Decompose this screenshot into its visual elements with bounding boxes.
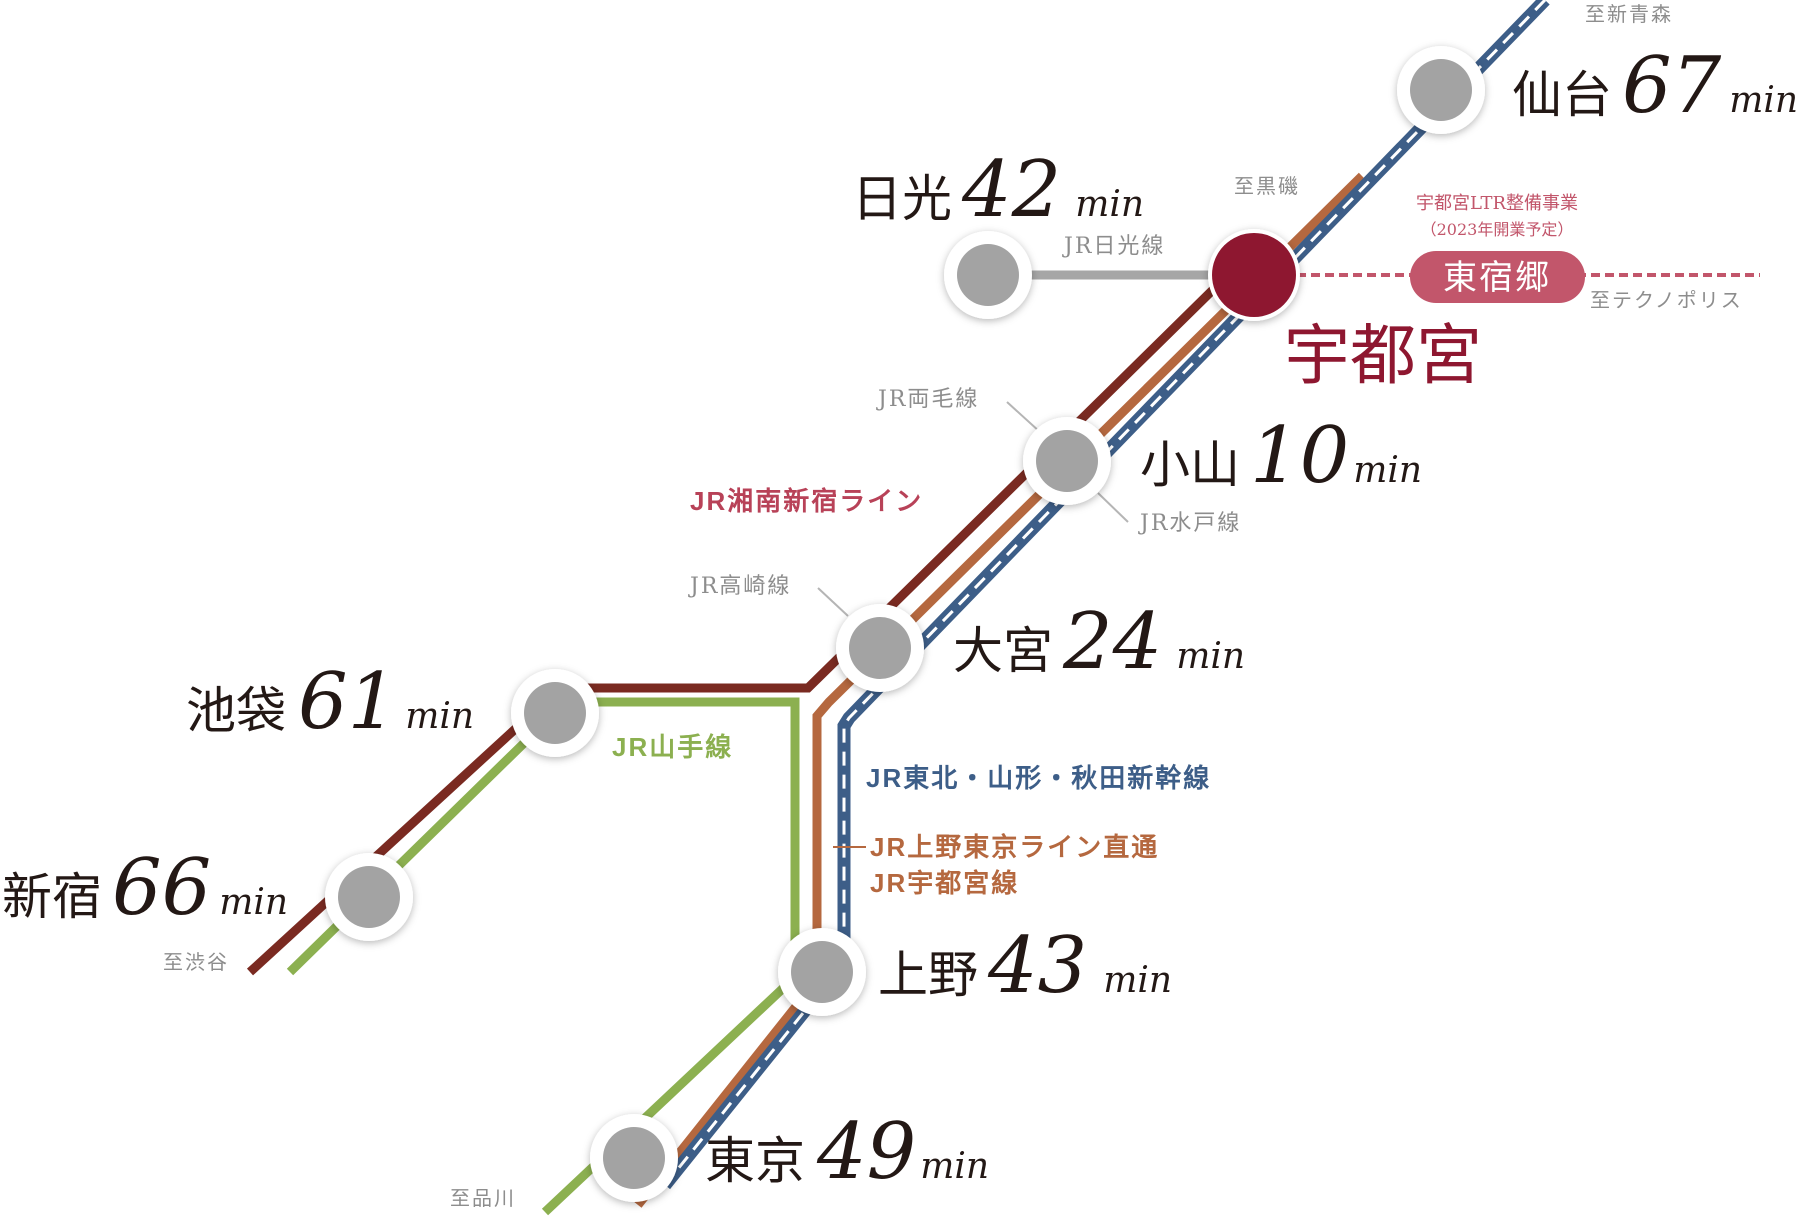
station-tokyo-marker[interactable]	[590, 1114, 678, 1202]
direction-shibuya: 至渋谷	[163, 950, 229, 974]
higashishukugo-label: 東宿郷	[1443, 259, 1551, 297]
utsunomiya-line-label: JR宇都宮線	[870, 868, 1019, 898]
station-nikko-marker[interactable]	[944, 231, 1032, 319]
ueno-tokyo-label: JR上野東京ライン直通	[870, 832, 1159, 862]
ryomo-leader	[1006, 401, 1041, 433]
shinkansen-line-dashes	[663, 0, 1547, 1186]
station-shinjuku-marker[interactable]	[325, 853, 413, 941]
direction-shin-aomori: 至新青森	[1585, 2, 1673, 26]
utsunomiya-line	[634, 172, 1366, 1208]
nikko-line-label: JR日光線	[1062, 234, 1165, 259]
takasaki-leader	[817, 587, 849, 617]
mito-line-label: JR水戸線	[1138, 511, 1241, 536]
station-ueno-marker[interactable]	[778, 928, 866, 1016]
ltr-project-label: 宇都宮LTR整備事業	[1416, 193, 1578, 214]
station-utsunomiya-marker[interactable]	[1208, 229, 1300, 321]
shonan-shinjuku-label: JR湘南新宿ライン	[690, 486, 923, 516]
direction-kuroiso: 至黒磯	[1234, 174, 1300, 198]
shonan-shinjuku-line	[246, 269, 1234, 976]
mito-leader	[1097, 492, 1129, 523]
shinkansen-label: JR東北・山形・秋田新幹線	[866, 763, 1211, 793]
yamanote-label: JR山手線	[612, 732, 733, 762]
station-ikebukuro-marker[interactable]	[511, 669, 599, 757]
station-omiya-marker[interactable]	[836, 604, 924, 692]
station-oyama-marker[interactable]	[1023, 417, 1111, 505]
station-sendai-marker[interactable]	[1397, 46, 1485, 134]
takasaki-line-label: JR高崎線	[688, 574, 791, 599]
yamanote-line	[286, 697, 800, 1216]
ltr-note-label: （2023年開業予定）	[1421, 220, 1574, 239]
ryomo-line-label: JR両毛線	[876, 387, 979, 412]
station-utsunomiya-label: 宇都宮	[1284, 317, 1482, 394]
direction-technopolis: 至テクノポリス	[1590, 288, 1743, 312]
direction-shinagawa: 至品川	[450, 1186, 516, 1210]
station-higashishukugo-marker[interactable]: 東宿郷	[1410, 251, 1585, 303]
